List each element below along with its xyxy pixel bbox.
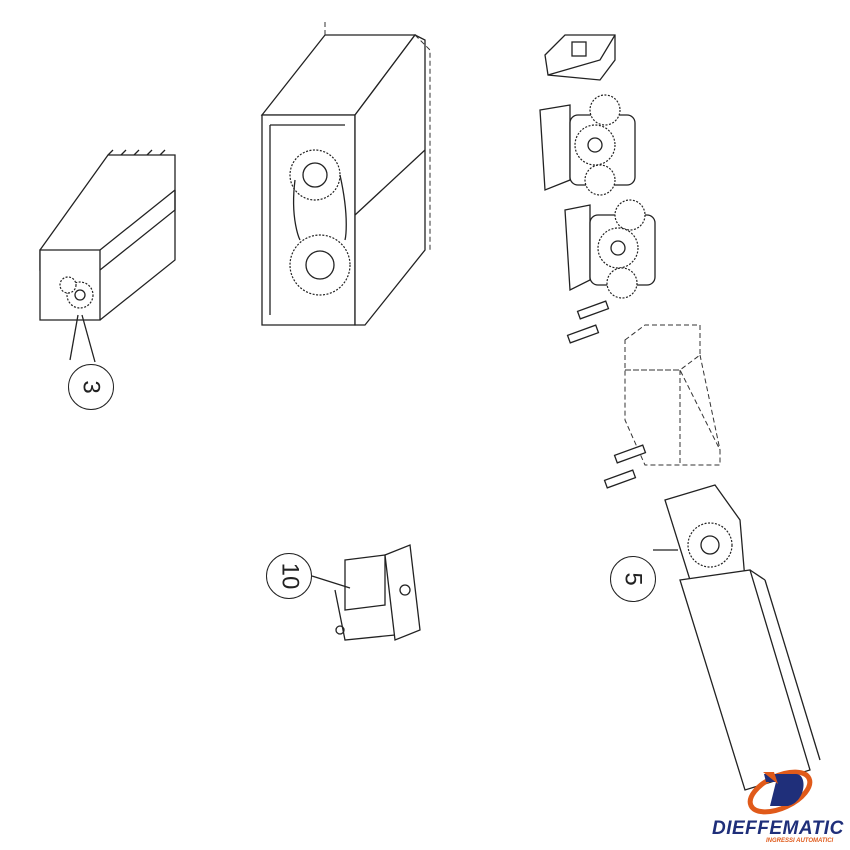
callout-10: 10 [266,553,312,599]
motor-unit-part-3 [39,149,176,363]
brand-name: DIEFFEMATIC [712,818,844,839]
main-motor-part-5 [653,484,821,791]
callout-number: 10 [275,562,303,590]
callout-3: 3 [68,364,114,410]
carriage-lower [564,199,656,299]
dieffematic-logo-emblem [747,769,813,815]
callout-number: 5 [619,572,647,586]
callout-number: 3 [77,380,105,394]
lock-assembly-part-10 [311,544,421,641]
brand-tagline: INGRESSI AUTOMATICI [766,838,834,844]
gearbox-housing [260,20,431,326]
carriage-upper [539,94,636,196]
end-cap [544,34,616,81]
dashed-bracket-assembly [566,300,721,489]
callout-5: 5 [610,556,656,602]
